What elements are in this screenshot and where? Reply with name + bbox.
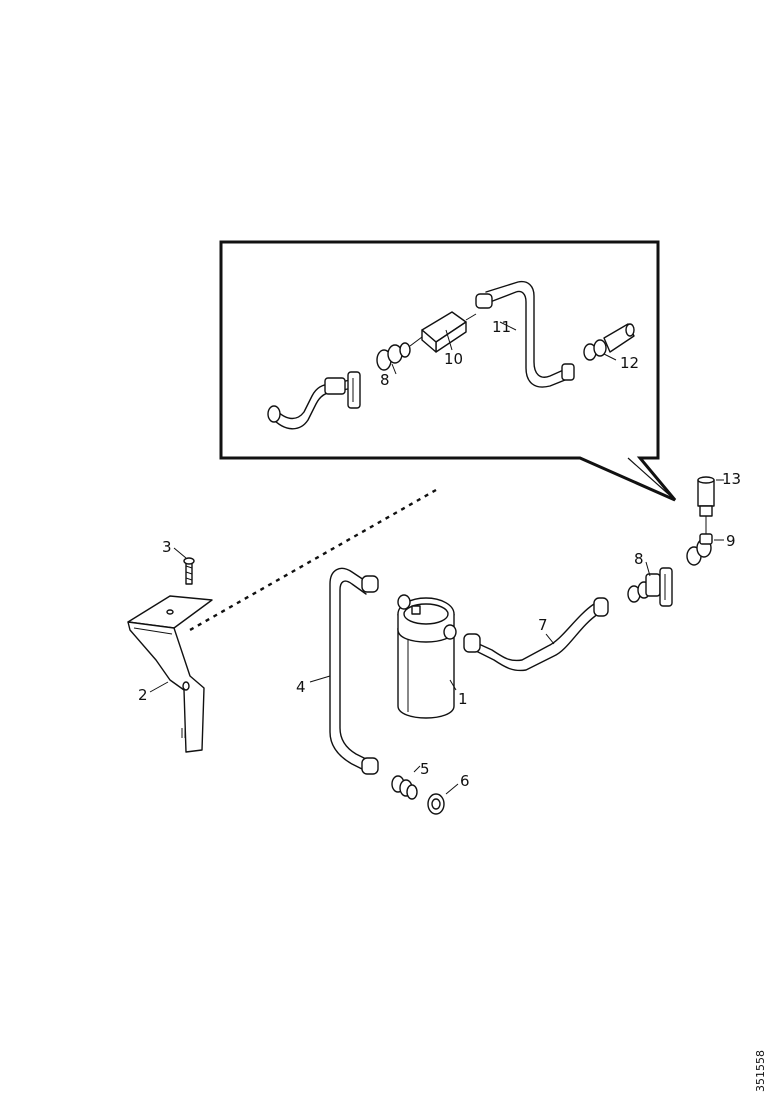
nut-5: [391, 775, 418, 800]
inset-detail: 8 10 11 12: [219, 240, 677, 502]
fitting-9: [686, 533, 713, 566]
inset-nut-8: [376, 342, 411, 371]
fitting-8: [627, 567, 673, 607]
inset-pipe-left: [267, 371, 361, 430]
label-9: 9: [726, 532, 736, 550]
label-7: 7: [538, 616, 548, 634]
leader-lines: [149, 479, 724, 795]
label-8: 8: [634, 550, 644, 568]
label-1: 1: [458, 690, 468, 708]
inset-filter-10: [409, 311, 477, 353]
inset-label-8: 8: [380, 371, 390, 389]
inset-frame: [219, 240, 677, 502]
inset-fitting-12: [583, 323, 635, 361]
label-3: 3: [162, 538, 172, 556]
bolt-3: [183, 557, 195, 585]
inset-pipe-11: [475, 280, 575, 388]
label-4: 4: [296, 678, 306, 696]
switch-13: [697, 476, 715, 534]
label-5: 5: [420, 760, 430, 778]
receiver-drier-1: [397, 594, 457, 719]
inset-label-12: 12: [620, 354, 639, 372]
label-13: 13: [722, 470, 741, 488]
inset-pointer: [627, 457, 676, 501]
o-ring-6: [427, 793, 445, 815]
pipe-7: [463, 597, 609, 672]
pipe-4: [329, 567, 379, 775]
label-2: 2: [138, 686, 148, 704]
inset-label-11: 11: [492, 318, 511, 336]
mounting-line: [189, 488, 437, 632]
bracket-2: [127, 595, 213, 753]
inset-label-10: 10: [444, 350, 463, 368]
label-6: 6: [460, 772, 470, 790]
drawing-reference: 351558: [754, 1050, 767, 1092]
